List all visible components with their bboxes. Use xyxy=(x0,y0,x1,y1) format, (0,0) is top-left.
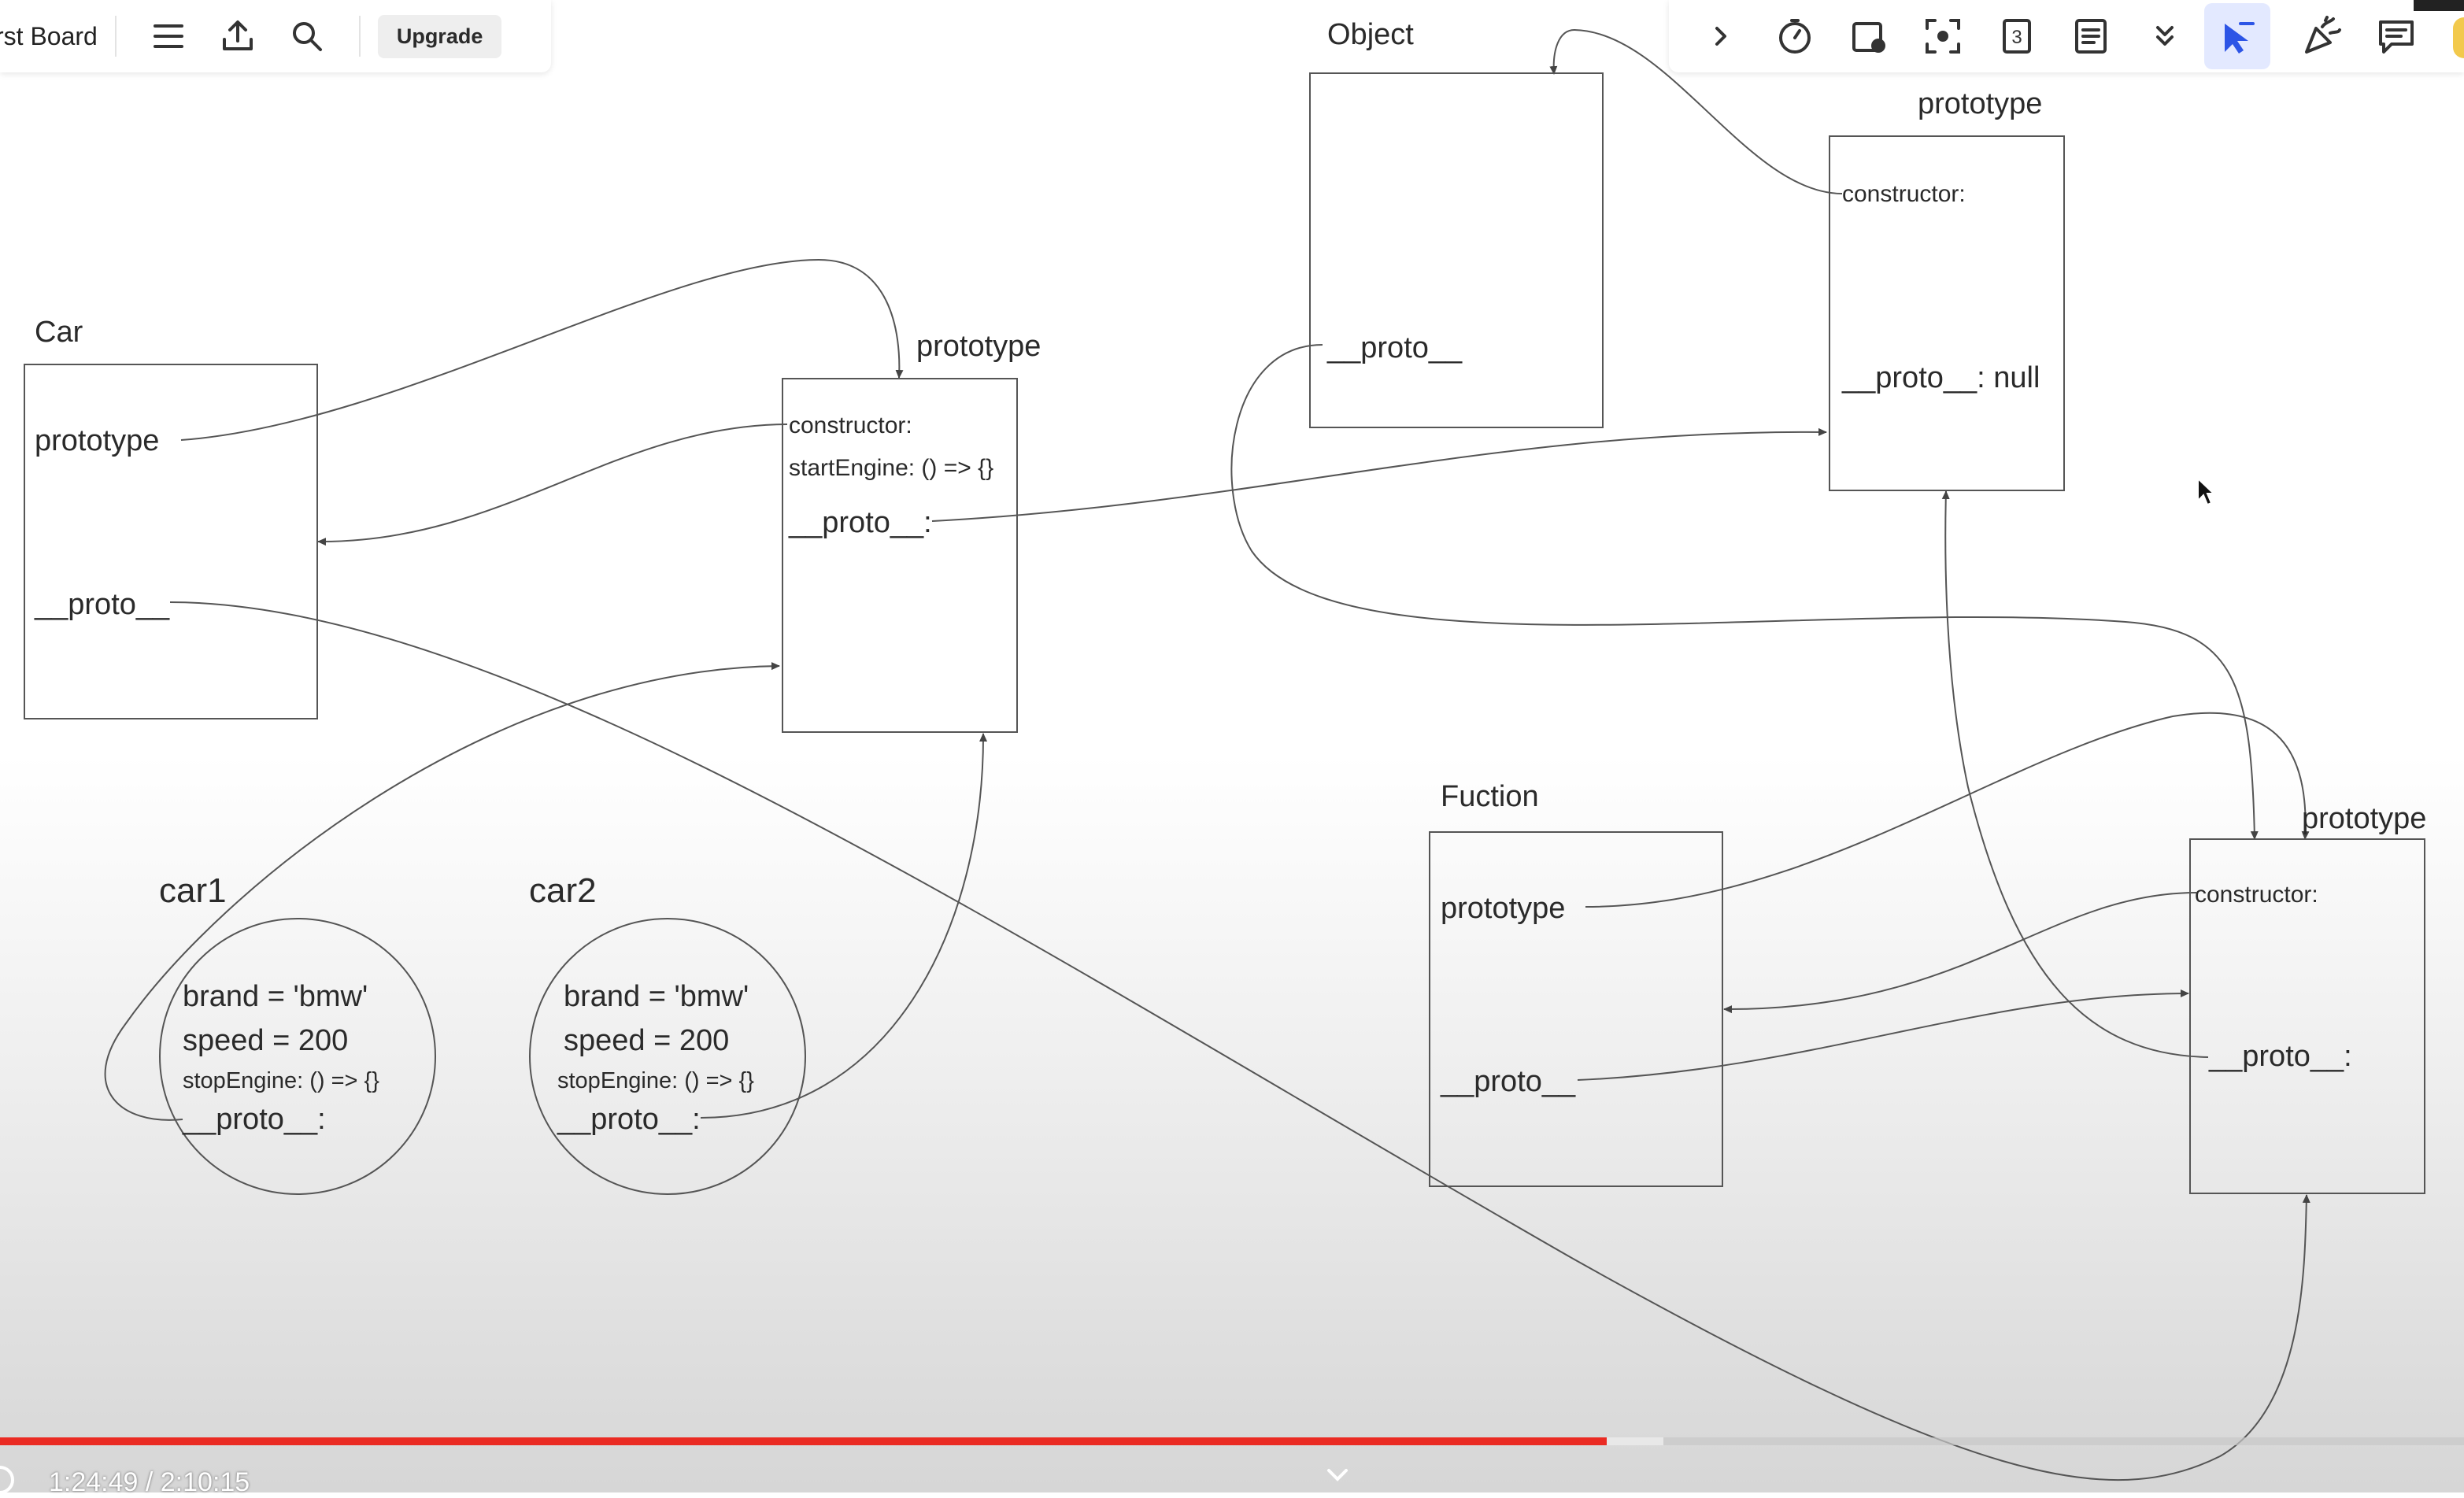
function-prototype-field: prototype xyxy=(1441,892,1565,925)
car1-title: car1 xyxy=(159,871,227,910)
object-prototype-box xyxy=(1829,135,2065,491)
car2-brand: brand = 'bmw' xyxy=(564,980,749,1013)
car-prototype-field: prototype xyxy=(35,424,159,457)
board-count-icon[interactable]: 3 xyxy=(1995,14,2039,58)
window-corner xyxy=(2414,0,2464,11)
arrow-car-prototype-to-proto-object xyxy=(180,258,904,441)
object-constructor-box xyxy=(1309,72,1604,428)
arrow-function-proto-to-funcproto xyxy=(1577,989,2189,1081)
object-prototype-title: prototype xyxy=(1918,87,2042,120)
svg-text:3: 3 xyxy=(2011,27,2022,48)
chevron-down-icon[interactable] xyxy=(1324,1466,1351,1485)
object-prototype-proto: __proto__: null xyxy=(1841,361,2040,394)
car1-object-circle xyxy=(159,918,436,1195)
mouse-cursor-icon xyxy=(2197,477,2215,506)
object-proto-field: __proto__ xyxy=(1326,331,1463,364)
arrow-object-proto-to-funcproto xyxy=(1230,344,2259,840)
arrow-funcproto-proto-to-objectproto xyxy=(1941,490,2209,1058)
arrow-function-prototype-to-funcproto xyxy=(1585,712,2310,908)
object-prototype-constructor: constructor: xyxy=(1842,181,1966,207)
board-title[interactable]: rst Board xyxy=(0,21,98,50)
function-constructor-box xyxy=(1429,831,1723,1187)
car-title: Car xyxy=(35,316,83,349)
car-prototype-proto: __proto__: xyxy=(788,506,932,539)
share-upload-icon[interactable] xyxy=(219,17,257,55)
car2-proto: __proto__: xyxy=(557,1103,701,1136)
car1-method: stopEngine: () => {} xyxy=(183,1068,379,1093)
car-proto-field: __proto__ xyxy=(34,588,170,621)
function-title: Fuction xyxy=(1441,780,1539,813)
car2-title: car2 xyxy=(529,871,597,910)
car-prototype-method: startEngine: () => {} xyxy=(789,455,993,481)
celebrate-icon[interactable] xyxy=(2300,14,2344,58)
function-prototype-box xyxy=(2189,838,2425,1194)
chevron-double-down-icon[interactable] xyxy=(2143,14,2187,58)
car-prototype-title: prototype xyxy=(916,330,1041,363)
board-toolbar-left: rst Board Upgrade xyxy=(0,0,551,72)
function-prototype-proto: __proto__: xyxy=(2208,1040,2352,1073)
arrow-funcproto-constructor-to-function xyxy=(1723,892,2197,1014)
object-title: Object xyxy=(1327,18,1414,51)
arrow-car2-proto-to-carproto xyxy=(700,733,988,1119)
function-proto-field: __proto__ xyxy=(1440,1065,1576,1098)
car1-brand: brand = 'bmw' xyxy=(183,980,368,1013)
chevron-right-icon[interactable] xyxy=(1699,14,1743,58)
search-icon[interactable] xyxy=(288,17,326,55)
video-time: 1:24:49 / 2:10:15 xyxy=(49,1467,250,1497)
car-constructor-box xyxy=(24,364,318,719)
arrow-constructor-to-car xyxy=(317,424,788,546)
note-add-icon[interactable] xyxy=(1847,14,1891,58)
car1-proto: __proto__: xyxy=(182,1103,326,1136)
focus-frame-icon[interactable] xyxy=(1921,14,1965,58)
car2-speed: speed = 200 xyxy=(564,1024,729,1057)
arrow-objproto-constructor-to-object xyxy=(1549,28,1843,194)
car2-object-circle xyxy=(529,918,806,1195)
arrow-car-proto-to-funcproto xyxy=(169,601,2310,1481)
car1-speed: speed = 200 xyxy=(183,1024,348,1057)
comments-icon[interactable] xyxy=(2374,14,2418,58)
function-prototype-constructor: constructor: xyxy=(2195,882,2318,908)
arrow-car1-proto-to-carproto xyxy=(104,662,780,1121)
car2-method: stopEngine: () => {} xyxy=(557,1068,754,1093)
document-icon[interactable] xyxy=(2069,14,2113,58)
car-prototype-constructor: constructor: xyxy=(789,412,912,438)
toolbar-divider xyxy=(114,16,117,57)
upgrade-button[interactable]: Upgrade xyxy=(377,14,502,58)
play-pause-icon[interactable] xyxy=(0,1466,14,1494)
played-progress-bar[interactable] xyxy=(0,1437,1607,1445)
present-pointer-icon[interactable] xyxy=(2204,3,2270,69)
avatar[interactable] xyxy=(2453,17,2464,58)
board-toolbar-right: 3 xyxy=(1669,0,2464,72)
toolbar-divider xyxy=(358,16,361,57)
video-player-controls: 1:24:49 / 2:10:15 xyxy=(0,1431,2464,1497)
car-prototype-box xyxy=(782,378,1018,733)
menu-icon[interactable] xyxy=(150,17,187,55)
arrow-carproto-proto-to-objectproto xyxy=(931,427,1827,522)
timer-icon[interactable] xyxy=(1773,14,1817,58)
function-prototype-title: prototype xyxy=(2302,802,2426,835)
